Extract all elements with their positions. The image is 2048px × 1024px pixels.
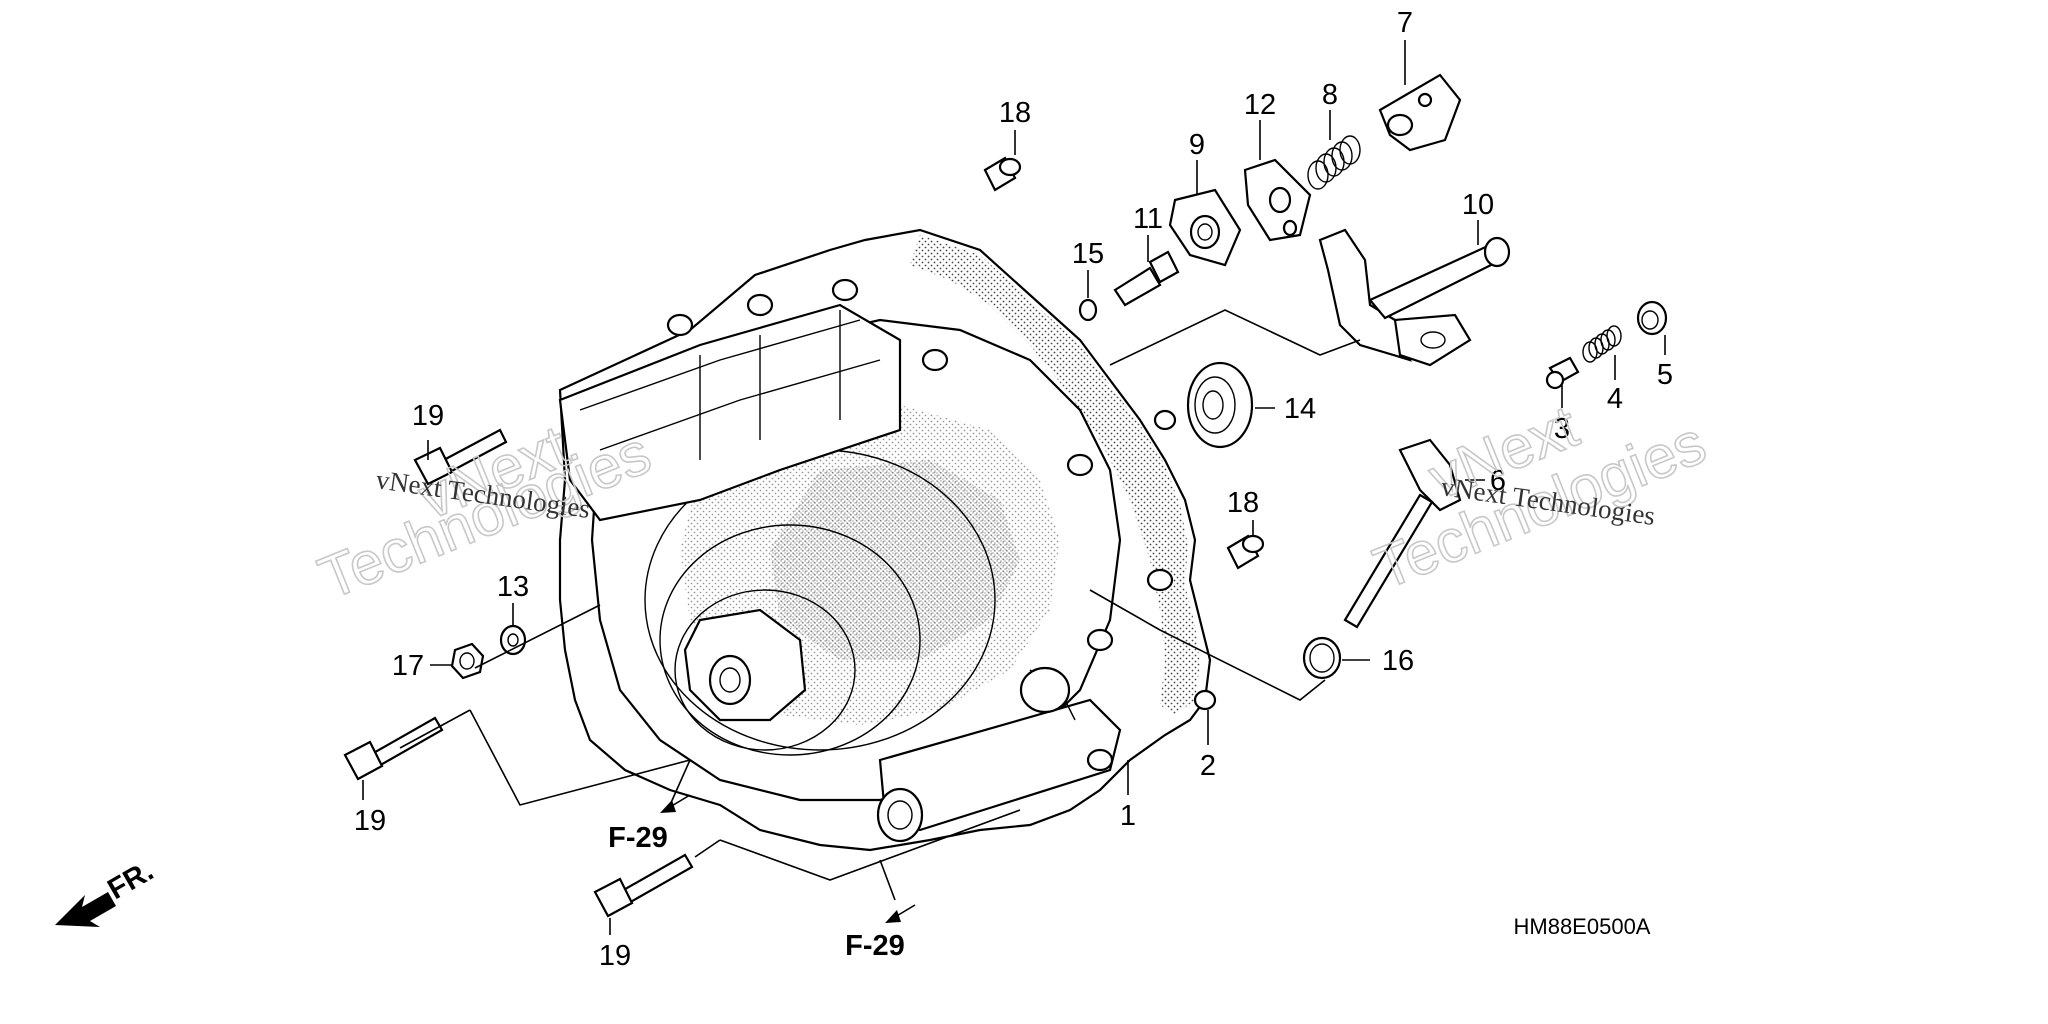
plate-12 <box>1243 158 1312 242</box>
callout-18-upper: 18 <box>999 97 1031 129</box>
diagram-code: HM88E0500A <box>1514 914 1651 939</box>
cap-5 <box>1636 300 1668 336</box>
callout-9: 9 <box>1189 129 1205 161</box>
callout-10: 10 <box>1462 189 1494 221</box>
callout-labels: 1 2 3 4 5 6 7 8 9 10 11 12 13 14 15 16 1… <box>354 7 1673 972</box>
callout-5: 5 <box>1657 359 1673 391</box>
callout-8: 8 <box>1322 79 1338 111</box>
spring-8 <box>1307 135 1361 190</box>
bolt-19-upper <box>413 428 508 486</box>
callout-14: 14 <box>1284 393 1316 425</box>
reference-label: F-29 <box>608 822 668 854</box>
callout-13: 13 <box>497 571 529 603</box>
cam-7 <box>1378 73 1462 152</box>
nut-17 <box>450 642 485 680</box>
o-ring-16 <box>1302 636 1342 680</box>
rear-crankcase-cover <box>558 228 1217 852</box>
callout-19-upper: 19 <box>412 400 444 432</box>
dowel-pin-lower <box>1226 534 1265 570</box>
callout-18-lower: 18 <box>1227 487 1259 519</box>
callout-19-lower: 19 <box>599 940 631 972</box>
shift-arm-10 <box>1318 228 1511 367</box>
front-direction-indicator: FR. <box>55 855 159 927</box>
plate-9 <box>1168 188 1242 267</box>
callout-1: 1 <box>1120 800 1136 832</box>
callout-17: 17 <box>392 650 424 682</box>
callout-19-middle: 19 <box>354 805 386 837</box>
callout-4: 4 <box>1607 383 1623 415</box>
leader-lines <box>362 40 1666 935</box>
bolt-11 <box>1113 250 1180 307</box>
spring-4 <box>1582 325 1622 363</box>
bolt-19-lower <box>593 853 694 918</box>
reference-label: F-29 <box>845 930 905 962</box>
washer-13 <box>499 624 527 656</box>
callout-11: 11 <box>1133 203 1163 235</box>
callout-3: 3 <box>1554 413 1570 445</box>
callout-6: 6 <box>1490 465 1506 497</box>
bearing-14 <box>1186 361 1254 449</box>
bolt-3 <box>1545 356 1580 390</box>
reference-f29-left: F-29 <box>608 794 691 854</box>
washer-15 <box>1078 298 1098 322</box>
callout-15: 15 <box>1072 238 1104 270</box>
dowel-pin-upper <box>983 156 1022 192</box>
reference-f29-right: F-29 <box>845 904 916 962</box>
callout-7: 7 <box>1397 7 1413 39</box>
dipstick-6 <box>1343 438 1462 629</box>
callout-12: 12 <box>1244 89 1276 121</box>
front-arrow-icon <box>55 892 116 927</box>
bolt-19-middle <box>343 716 444 781</box>
callout-16: 16 <box>1382 645 1414 677</box>
callout-2: 2 <box>1200 750 1216 782</box>
